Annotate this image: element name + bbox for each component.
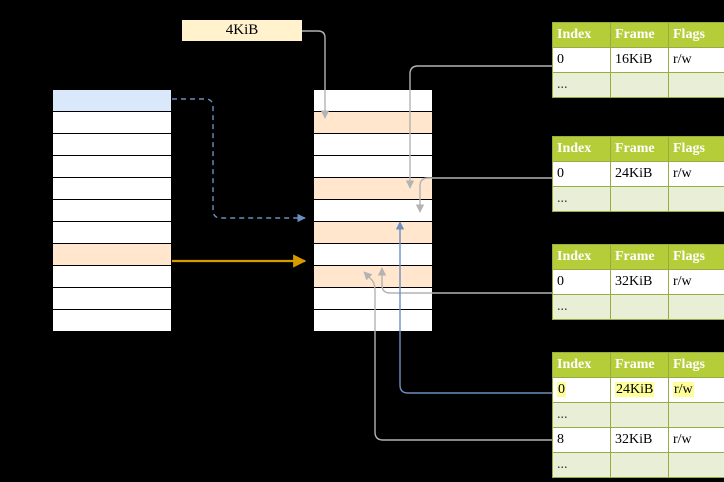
cell-frame: 24KiB (610, 377, 669, 403)
cell-frame-text: 24KiB (615, 382, 655, 397)
connector-table3-to-frame (377, 267, 724, 294)
connector-virtual-page-blue (172, 98, 306, 223)
cell-index: 8 (552, 427, 611, 453)
cell-index: ... (552, 186, 611, 212)
cell-index: ... (552, 72, 611, 98)
cell-frame: 24KiB (610, 161, 669, 187)
cell-frame: 32KiB (610, 427, 669, 453)
column-header-index: Index (552, 22, 611, 48)
page-table-level-1: Index Frame Flags 0 16KiB r/w ... (552, 22, 724, 98)
cell-flags: r/w (668, 427, 724, 453)
column-header-frame: Frame (610, 244, 669, 270)
cell-flags: r/w (668, 161, 724, 187)
connector-table2-to-frame (415, 177, 724, 213)
table-header-row: Index Frame Flags (552, 22, 724, 48)
cell-frame (610, 452, 669, 478)
column-header-frame: Frame (610, 136, 669, 162)
page-table-level-2: Index Frame Flags 0 24KiB r/w ... (552, 136, 724, 212)
table-row[interactable]: 0 24KiB r/w (552, 377, 724, 403)
column-header-frame: Frame (610, 22, 669, 48)
cell-index: ... (552, 452, 611, 478)
cell-frame (610, 72, 669, 98)
column-header-frame: Frame (610, 352, 669, 378)
page-size-label: 4KiB (182, 20, 302, 41)
cell-frame: 32KiB (610, 269, 669, 295)
page-table-level-4: Index Frame Flags 0 24KiB r/w ... 8 32Ki… (552, 352, 724, 478)
table-row[interactable]: 8 32KiB r/w (552, 427, 724, 453)
table-header-row: Index Frame Flags (552, 352, 724, 378)
table-row[interactable]: ... (552, 452, 724, 478)
cell-index-text: 0 (557, 382, 566, 397)
column-header-flags: Flags (668, 352, 724, 378)
connector-table4-row8-to-frame (363, 271, 724, 441)
table-row[interactable]: 0 16KiB r/w (552, 47, 724, 73)
column-header-index: Index (552, 136, 611, 162)
cell-flags (668, 402, 724, 428)
virtual-address-space-column (52, 89, 172, 332)
cell-flags: r/w (668, 269, 724, 295)
cell-flags-text: r/w (673, 382, 694, 397)
connector-table4-row0-to-frame (395, 221, 724, 394)
table-header-row: Index Frame Flags (552, 136, 724, 162)
cell-index: 0 (552, 377, 611, 403)
connector-table1-to-frame (405, 65, 724, 189)
table-row[interactable]: 0 32KiB r/w (552, 269, 724, 295)
table-row[interactable]: ... (552, 72, 724, 98)
virtual-page-cell-10[interactable] (52, 309, 172, 332)
cell-flags (668, 452, 724, 478)
cell-index: ... (552, 294, 611, 320)
table-row[interactable]: 0 24KiB r/w (552, 161, 724, 187)
connector-pagesize-to-frame (302, 30, 330, 119)
cell-flags (668, 186, 724, 212)
cell-frame: 16KiB (610, 47, 669, 73)
cell-flags (668, 294, 724, 320)
cell-index: ... (552, 402, 611, 428)
page-table-level-3: Index Frame Flags 0 32KiB r/w ... (552, 244, 724, 320)
cell-flags: r/w (668, 47, 724, 73)
cell-index: 0 (552, 47, 611, 73)
cell-index: 0 (552, 161, 611, 187)
column-header-flags: Flags (668, 244, 724, 270)
column-header-flags: Flags (668, 22, 724, 48)
cell-flags: r/w (668, 377, 724, 403)
physical-frame-cell-10[interactable] (313, 309, 433, 332)
cell-flags (668, 72, 724, 98)
table-row[interactable]: ... (552, 186, 724, 212)
column-header-flags: Flags (668, 136, 724, 162)
cell-index: 0 (552, 269, 611, 295)
cell-frame (610, 186, 669, 212)
cell-frame (610, 402, 669, 428)
table-header-row: Index Frame Flags (552, 244, 724, 270)
table-row[interactable]: ... (552, 294, 724, 320)
column-header-index: Index (552, 244, 611, 270)
column-header-index: Index (552, 352, 611, 378)
table-row[interactable]: ... (552, 402, 724, 428)
cell-frame (610, 294, 669, 320)
